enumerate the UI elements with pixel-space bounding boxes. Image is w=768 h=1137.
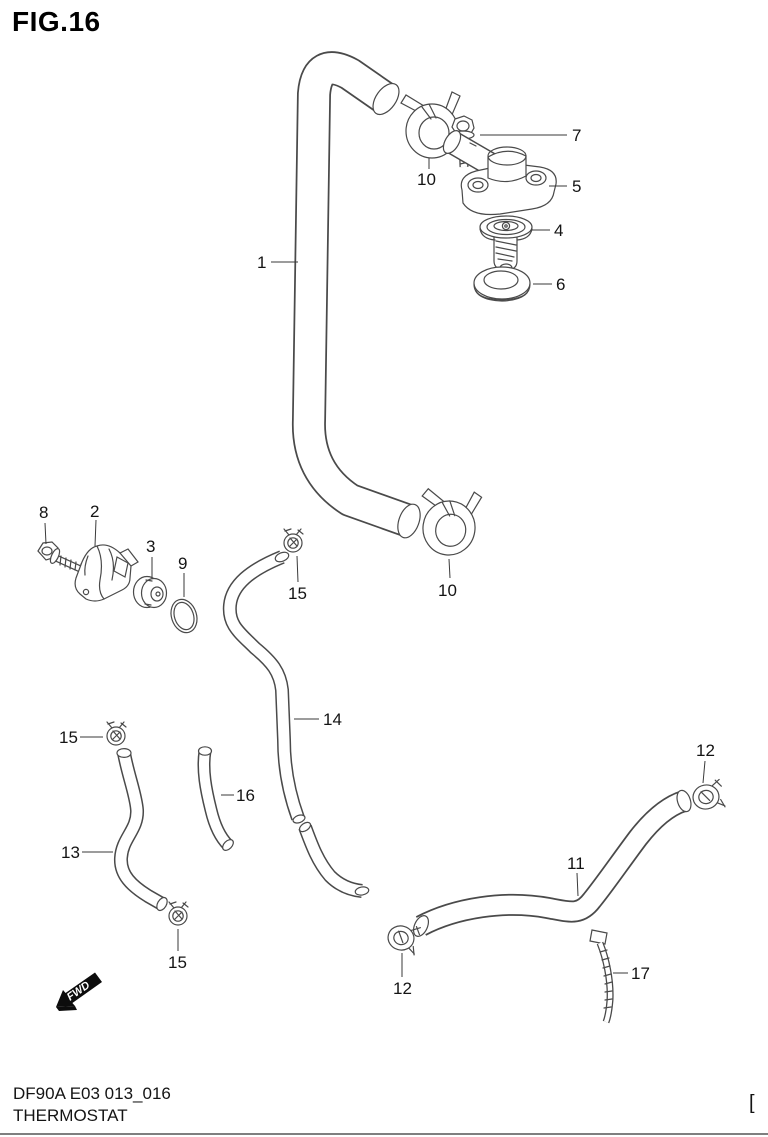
seal-6	[473, 266, 531, 302]
part-label-3: 3	[146, 537, 156, 556]
part-label-4: 4	[554, 221, 564, 240]
part-label-13: 13	[61, 843, 80, 862]
insert-3	[132, 575, 168, 609]
clamp-12-right	[689, 778, 726, 813]
part-label-9: 9	[178, 554, 188, 573]
thermostat-cap-5	[442, 130, 557, 216]
clamp-15-bottom	[168, 901, 189, 926]
figure-title: FIG.16	[12, 6, 101, 37]
part-label-11: 11	[567, 854, 585, 873]
part-label-12-left: 12	[393, 979, 412, 998]
part-label-12-right: 12	[696, 741, 715, 760]
clamp-15-left	[106, 721, 127, 746]
part-label-7: 7	[572, 126, 582, 145]
part-label-14: 14	[323, 710, 342, 729]
drawing-title: THERMOSTAT	[13, 1106, 128, 1125]
housing-2	[74, 544, 139, 602]
hose-16	[197, 746, 234, 851]
part-label-1: 1	[257, 253, 267, 272]
part-label-6: 6	[556, 275, 566, 294]
part-label-10-top: 10	[417, 170, 436, 189]
part-label-15-hose14: 15	[288, 584, 307, 603]
hose-11	[412, 789, 692, 937]
clamp-15-hose14	[283, 528, 304, 553]
cable-tie-17	[589, 929, 614, 1024]
hose-13	[114, 747, 168, 912]
part-label-16: 16	[236, 786, 255, 805]
hose-1	[291, 51, 421, 539]
leader-lines	[44, 134, 706, 977]
part-label-8: 8	[39, 503, 49, 522]
right-edge-bracket: [	[749, 1092, 755, 1114]
part-label-2: 2	[90, 502, 100, 521]
part-label-10-bottom: 10	[438, 581, 457, 600]
part-label-15-bottom: 15	[168, 953, 187, 972]
clamp-10-bottom	[413, 484, 483, 560]
hose-14	[222, 550, 370, 898]
o-ring-9	[170, 598, 198, 634]
part-label-15-left: 15	[59, 728, 78, 747]
part-label-17: 17	[631, 964, 650, 983]
fwd-arrow: FWD	[56, 972, 102, 1011]
part-label-5: 5	[572, 177, 582, 196]
drawing-code: DF90A E03 013_016	[13, 1084, 171, 1103]
thermostat-4	[479, 215, 533, 273]
